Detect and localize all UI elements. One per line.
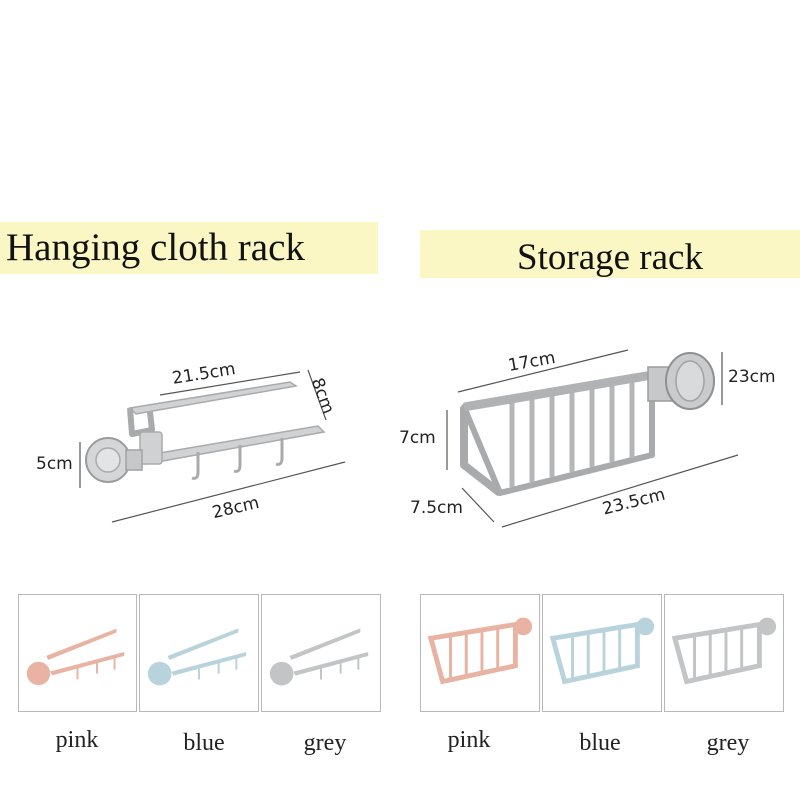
- hanging-rack-height: 5cm: [36, 454, 73, 474]
- storage-rack-height-clamp: 23cm: [728, 367, 776, 387]
- storage-rack-depth: 7.5cm: [410, 498, 463, 518]
- hanging-rack-label-pink: pink: [55, 727, 99, 753]
- hanging-rack-label-blue: blue: [183, 730, 225, 756]
- storage-rack-label-grey: grey: [706, 730, 750, 756]
- storage-rack-pink-thumbnail[interactable]: [420, 594, 540, 712]
- hanging-rack-title: Hanging cloth rack: [0, 222, 378, 274]
- storage-rack-label-blue: blue: [579, 730, 621, 756]
- hanging-rack-image: [85, 381, 326, 483]
- storage-rack-label-pink: pink: [447, 727, 491, 753]
- hanging-rack-grey-thumbnail[interactable]: [261, 594, 381, 712]
- storage-rack-grey-thumbnail[interactable]: [664, 594, 784, 712]
- storage-rack-blue-thumbnail[interactable]: [542, 594, 662, 712]
- storage-rack-title: Storage rack: [420, 230, 800, 278]
- hanging-rack-pink-thumbnail[interactable]: [18, 594, 137, 712]
- storage-rack-image: [460, 352, 715, 497]
- storage-rack-height: 7cm: [399, 428, 436, 448]
- hanging-rack-blue-thumbnail[interactable]: [139, 594, 259, 712]
- hanging-rack-label-grey: grey: [303, 730, 347, 756]
